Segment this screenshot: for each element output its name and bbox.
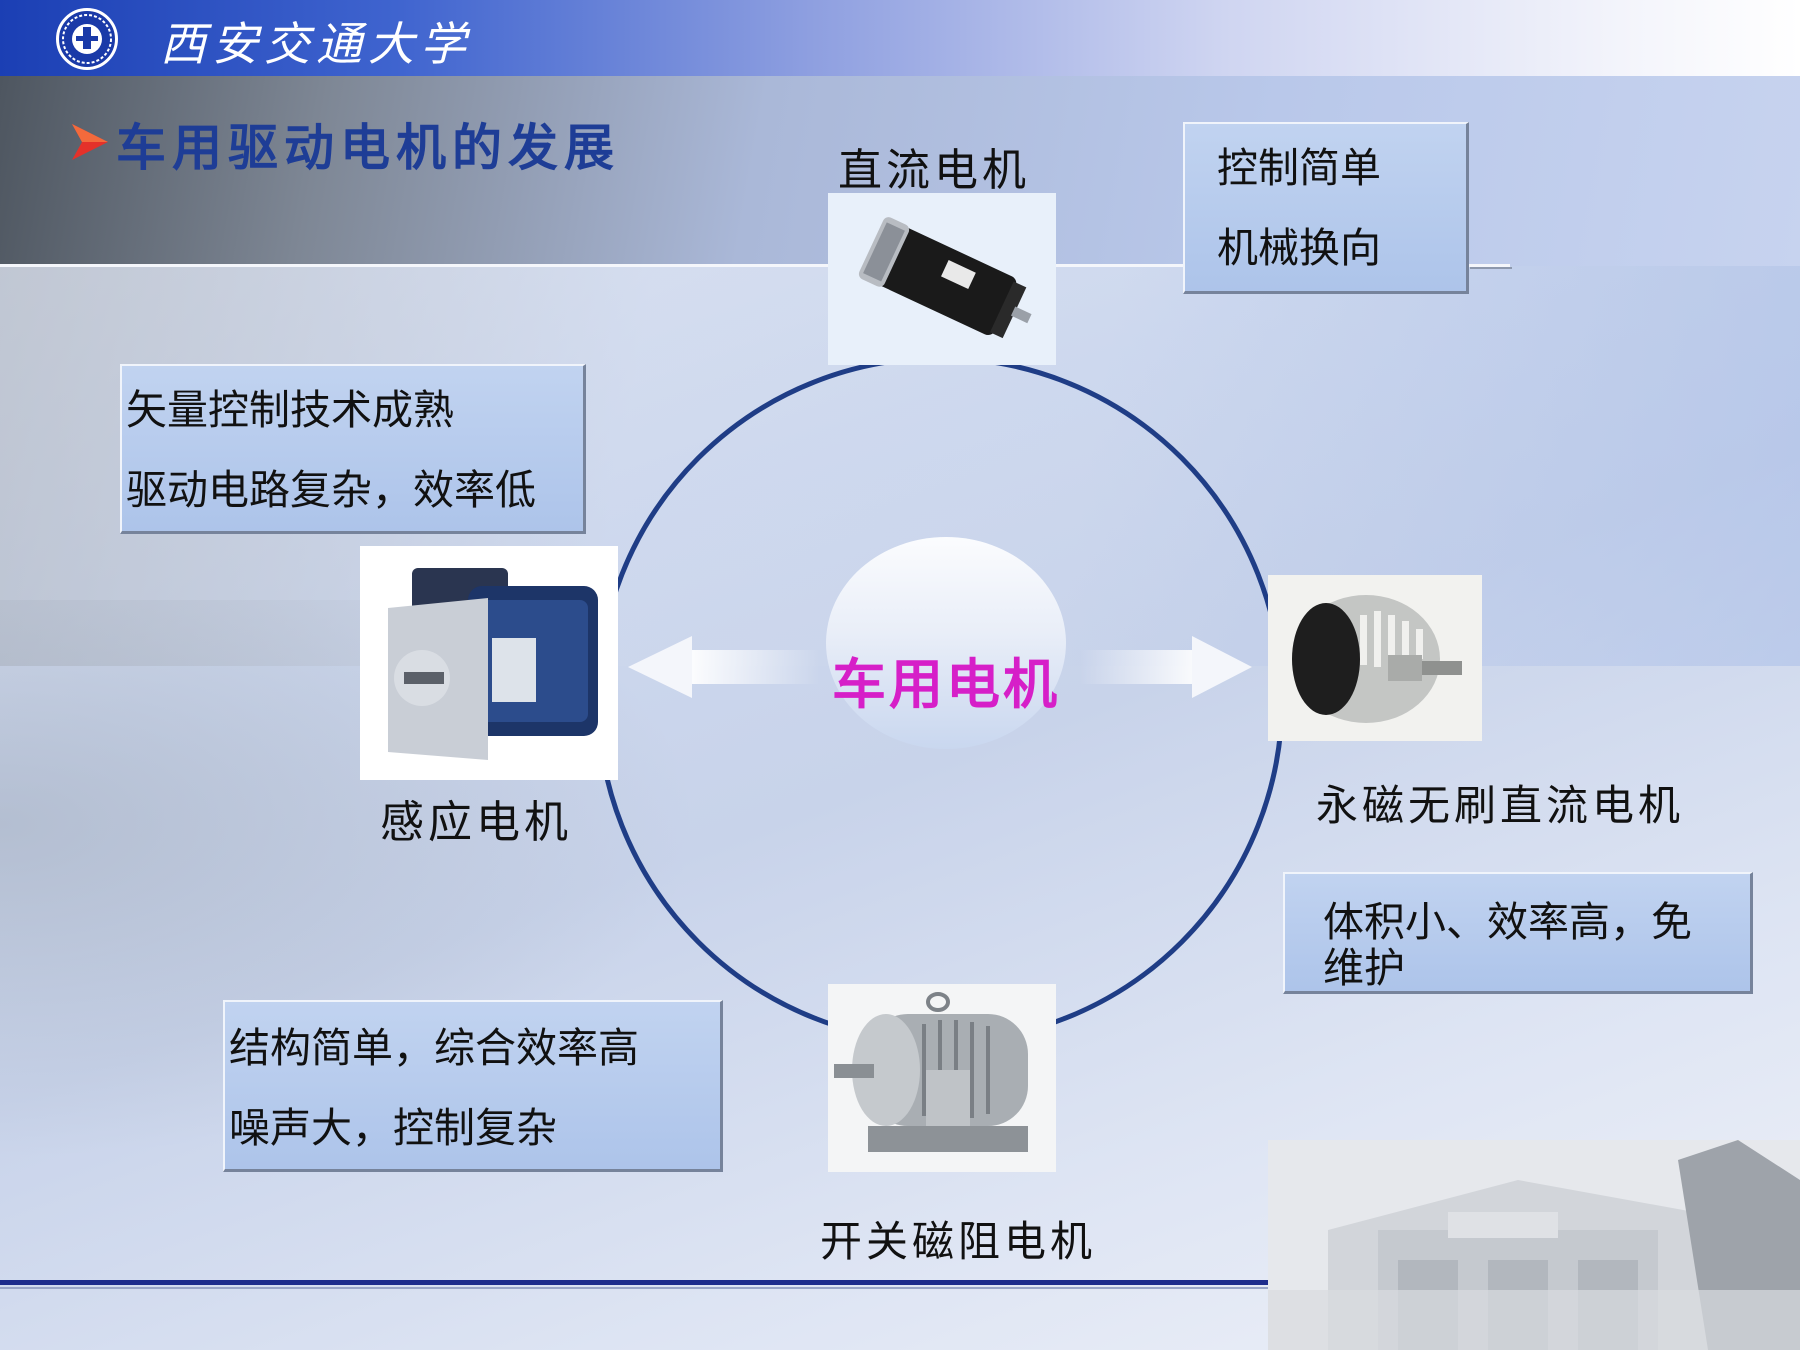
title-divider-tail bbox=[1470, 267, 1512, 269]
dc-motor-notes: 控制简单 机械换向 bbox=[1183, 122, 1469, 294]
induction-motor-notes: 矢量控制技术成熟 驱动电路复杂，效率低 bbox=[120, 364, 586, 534]
dc-motor-photo bbox=[828, 193, 1056, 365]
srm-motor-note-1: 结构简单，综合效率高 bbox=[229, 1024, 639, 1072]
srm-motor-photo bbox=[828, 984, 1056, 1172]
university-name: 西安交通大学 bbox=[160, 17, 472, 71]
induction-motor-note-1: 矢量控制技术成熟 bbox=[126, 386, 454, 434]
bldc-motor-note-1: 体积小、效率高，免 bbox=[1323, 898, 1692, 946]
srm-motor-notes: 结构简单，综合效率高 噪声大，控制复杂 bbox=[223, 1000, 723, 1172]
footer-rule-shadow bbox=[0, 1287, 1270, 1289]
bldc-motor-notes: 体积小、效率高，免 维护 bbox=[1283, 872, 1753, 994]
srm-motor-label: 开关磁阻电机 bbox=[820, 1217, 1097, 1266]
campus-building-image bbox=[1268, 1140, 1800, 1350]
left-arrow-icon bbox=[628, 636, 820, 698]
university-emblem-icon bbox=[56, 8, 118, 70]
bldc-motor-label: 永磁无刷直流电机 bbox=[1316, 781, 1685, 830]
center-bubble bbox=[826, 537, 1066, 749]
dc-motor-note-2: 机械换向 bbox=[1217, 224, 1381, 272]
footer-rule bbox=[0, 1280, 1270, 1285]
srm-motor-note-2: 噪声大，控制复杂 bbox=[229, 1104, 557, 1152]
induction-motor-note-2: 驱动电路复杂，效率低 bbox=[126, 466, 536, 514]
dc-motor-label: 直流电机 bbox=[838, 145, 1030, 196]
bldc-motor-note-2: 维护 bbox=[1323, 944, 1405, 992]
center-label: 车用电机 bbox=[832, 652, 1060, 716]
right-arrow-icon bbox=[1080, 636, 1252, 698]
title-divider bbox=[0, 264, 1510, 267]
induction-motor-photo bbox=[360, 546, 618, 780]
induction-motor-label: 感应电机 bbox=[380, 797, 572, 848]
arrowhead-bullet-icon bbox=[72, 124, 108, 160]
slide-title-text: 车用驱动电机的发展 bbox=[116, 119, 620, 177]
header-bar: 西安交通大学 bbox=[0, 0, 1800, 76]
dc-motor-note-1: 控制简单 bbox=[1217, 144, 1381, 192]
bldc-motor-photo bbox=[1268, 575, 1482, 741]
